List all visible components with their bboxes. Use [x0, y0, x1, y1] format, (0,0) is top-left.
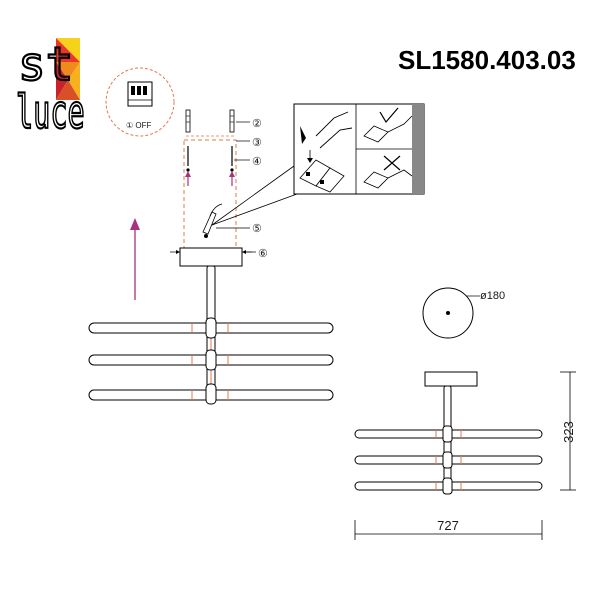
correct-connection-icon — [363, 104, 424, 149]
lamp-side-view — [354, 371, 543, 495]
ceiling-screw-right — [229, 109, 235, 133]
logo-tile-orange — [56, 62, 80, 80]
width-dimension: 727 — [354, 518, 543, 540]
logo-line-2: luce — [16, 86, 85, 140]
lamp-bars-front — [88, 317, 334, 405]
svg-text:②: ② — [252, 118, 262, 130]
svg-text:⑤: ⑤ — [252, 223, 262, 235]
width-label: 727 — [437, 518, 459, 533]
lift-arrow — [130, 218, 140, 300]
svg-text:③: ③ — [252, 137, 262, 149]
callout-4: ④ — [234, 156, 262, 168]
callout-3: ③ — [236, 137, 262, 149]
logo-tile-darkred — [56, 62, 68, 100]
wiring-detail-zoom-lines — [211, 165, 309, 226]
callout-5: ⑤ — [216, 223, 262, 235]
switch-off-label: ① OFF — [126, 121, 152, 130]
switch-outline-circle — [105, 67, 175, 137]
power-off-step: ① OFF — [105, 67, 175, 137]
height-label: 323 — [561, 421, 576, 443]
wiring-detail — [293, 103, 425, 195]
canopy-side — [170, 247, 252, 267]
insert-arrows — [185, 171, 235, 186]
mounting-guides — [183, 135, 237, 249]
height-dimension: 323 — [560, 371, 576, 491]
logo-mosaic — [56, 38, 80, 100]
logo-line-1: st — [18, 37, 73, 91]
callout-6: ⑥ — [244, 248, 268, 260]
svg-text:⑥: ⑥ — [258, 248, 268, 260]
wire-connector — [202, 203, 223, 238]
canopy-top-view: ø180 — [422, 287, 505, 339]
logo-tile-amber — [68, 62, 80, 100]
svg-text:④: ④ — [252, 156, 262, 168]
logo-tile-red — [56, 38, 80, 62]
brand-logo: st luce — [15, 36, 85, 141]
wrong-connection-icon — [363, 149, 424, 194]
connector-terminal-icon — [299, 111, 353, 193]
wall-plug-left — [186, 146, 190, 172]
callout-2: ② — [236, 118, 262, 130]
product-code: SL1580.403.03 — [398, 45, 576, 75]
logo-tile-rust — [56, 80, 80, 100]
ceiling-screw-left — [185, 109, 191, 133]
wall-plug-right — [230, 146, 234, 172]
breaker-switch-icon — [127, 81, 153, 107]
canopy-diameter-label: ø180 — [480, 290, 505, 302]
